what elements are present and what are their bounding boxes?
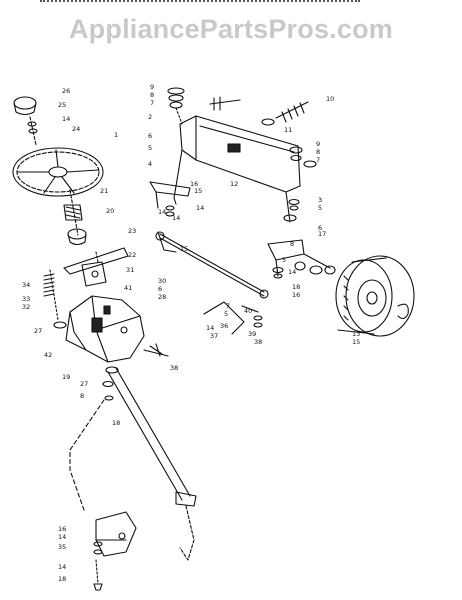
- part-number-label: 5: [224, 310, 228, 318]
- part-number-label: 31: [126, 266, 134, 274]
- part-number-label: 14: [158, 208, 166, 216]
- part-number-label: 8: [80, 392, 84, 400]
- part-number-label: 14: [172, 214, 180, 222]
- part-number-label: 19: [62, 373, 70, 381]
- part-number-label: 4: [148, 160, 152, 168]
- part-number-label: 30: [158, 277, 166, 285]
- part-number-label: 26: [62, 87, 70, 95]
- part-number-label: 18: [112, 419, 120, 427]
- part-labels: 2625142412120232231306283433324127421938…: [22, 83, 360, 583]
- part-number-label: 11: [284, 126, 292, 134]
- part-number-label: 8: [316, 148, 320, 156]
- part-number-label: 18: [58, 575, 66, 583]
- part-number-label: 38: [170, 364, 178, 372]
- part-number-label: 6: [148, 132, 152, 140]
- part-number-label: 12: [230, 180, 238, 188]
- part-number-label: 16: [58, 525, 66, 533]
- part-number-label: 2: [148, 113, 152, 121]
- part-number-label: 21: [100, 187, 108, 195]
- part-number-label: 27: [80, 380, 88, 388]
- part-number-label: 15: [194, 187, 202, 195]
- part-number-label: 33: [22, 295, 30, 303]
- steering-wheel-part: [12, 147, 104, 197]
- part-number-label: 38: [254, 338, 262, 346]
- part-number-label: 15: [352, 338, 360, 346]
- steering-bracket-part: [65, 295, 145, 363]
- part-number-label: 15: [180, 245, 188, 253]
- part-number-label: 5: [148, 144, 152, 152]
- part-number-label: 14: [206, 324, 214, 332]
- part-number-label: 24: [72, 125, 80, 133]
- part-number-label: 42: [44, 351, 52, 359]
- part-number-label: 14: [288, 268, 296, 276]
- part-number-label: 1: [114, 131, 118, 139]
- part-number-label: 7: [226, 302, 230, 310]
- part-number-label: 10: [326, 95, 334, 103]
- part-number-label: 35: [58, 543, 66, 551]
- lower-bracket-part: [95, 511, 137, 557]
- steering-cap-part: [13, 96, 37, 116]
- drag-link-part: [155, 231, 269, 299]
- part-number-label: 22: [128, 251, 136, 259]
- part-number-label: 39: [248, 330, 256, 338]
- part-number-label: 16: [292, 291, 300, 299]
- top-cropped-text-line: [40, 0, 360, 6]
- part-number-label: 14: [58, 563, 66, 571]
- part-number-label: 6: [158, 285, 162, 293]
- part-number-label: 14: [196, 204, 204, 212]
- steering-shaft-part: [105, 366, 197, 507]
- part-number-label: 9: [316, 140, 320, 148]
- part-number-label: 14: [58, 533, 66, 541]
- part-number-label: 37: [210, 332, 218, 340]
- part-number-label: 28: [158, 293, 166, 301]
- part-number-label: 13: [352, 330, 360, 338]
- part-number-label: 36: [220, 322, 228, 330]
- spindle-part: [267, 239, 331, 277]
- part-number-label: 5: [318, 204, 322, 212]
- part-number-label: 32: [22, 303, 30, 311]
- part-number-label: 9: [150, 83, 154, 91]
- spindle-bolt-part: [261, 101, 309, 126]
- part-number-label: 18: [292, 283, 300, 291]
- part-number-label: 3: [318, 196, 322, 204]
- part-number-label: 41: [124, 284, 132, 292]
- part-number-label: 25: [58, 101, 66, 109]
- part-number-label: 7: [316, 156, 320, 164]
- part-number-label: 20: [106, 207, 114, 215]
- part-number-label: 23: [128, 227, 136, 235]
- front-wheel-part: [335, 255, 415, 337]
- part-number-label: 17: [318, 230, 326, 238]
- part-number-label: 16: [190, 180, 198, 188]
- part-number-label: 6: [318, 224, 322, 232]
- watermark: AppliancePartsPros.com: [68, 14, 393, 44]
- part-number-label: 14: [62, 115, 70, 123]
- part-number-label: 7: [150, 99, 154, 107]
- part-number-label: 34: [22, 281, 30, 289]
- part-number-label: 8: [290, 240, 294, 248]
- part-number-label: 40: [244, 307, 252, 315]
- part-number-label: 5: [282, 256, 286, 264]
- part-number-label: 27: [34, 327, 42, 335]
- part-number-label: 8: [150, 91, 154, 99]
- front-axle-part: [173, 115, 301, 223]
